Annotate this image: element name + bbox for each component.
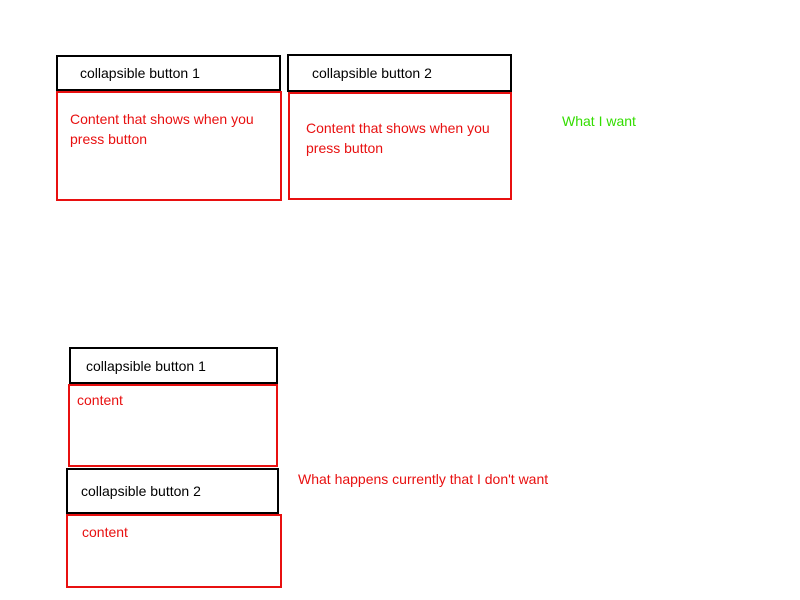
current-collapsible-button-2[interactable]: collapsible button 2 — [66, 468, 279, 514]
desired-content-1-text: Content that shows when you press button — [70, 111, 254, 147]
current-content-panel-1: content — [68, 384, 278, 467]
current-layout-label: What happens currently that I don't want — [298, 471, 549, 487]
current-content-panel-2: content — [66, 514, 282, 588]
current-button-1-label: collapsible button 1 — [86, 357, 206, 374]
desired-collapsible-button-1[interactable]: collapsible button 1 — [56, 55, 281, 91]
current-button-2-label: collapsible button 2 — [81, 483, 201, 499]
desired-button-1-label: collapsible button 1 — [80, 65, 200, 81]
desired-content-panel-1: Content that shows when you press button — [56, 91, 282, 201]
desired-layout-label: What I want — [562, 113, 636, 129]
desired-button-2-label: collapsible button 2 — [312, 65, 432, 81]
desired-content-panel-2: Content that shows when you press button — [288, 92, 512, 200]
desired-content-2-text: Content that shows when you press button — [306, 120, 490, 156]
desired-collapsible-button-2[interactable]: collapsible button 2 — [287, 54, 512, 92]
current-content-1-text: content — [77, 392, 123, 408]
current-collapsible-button-1[interactable]: collapsible button 1 — [69, 347, 278, 384]
current-content-2-text: content — [82, 524, 128, 540]
